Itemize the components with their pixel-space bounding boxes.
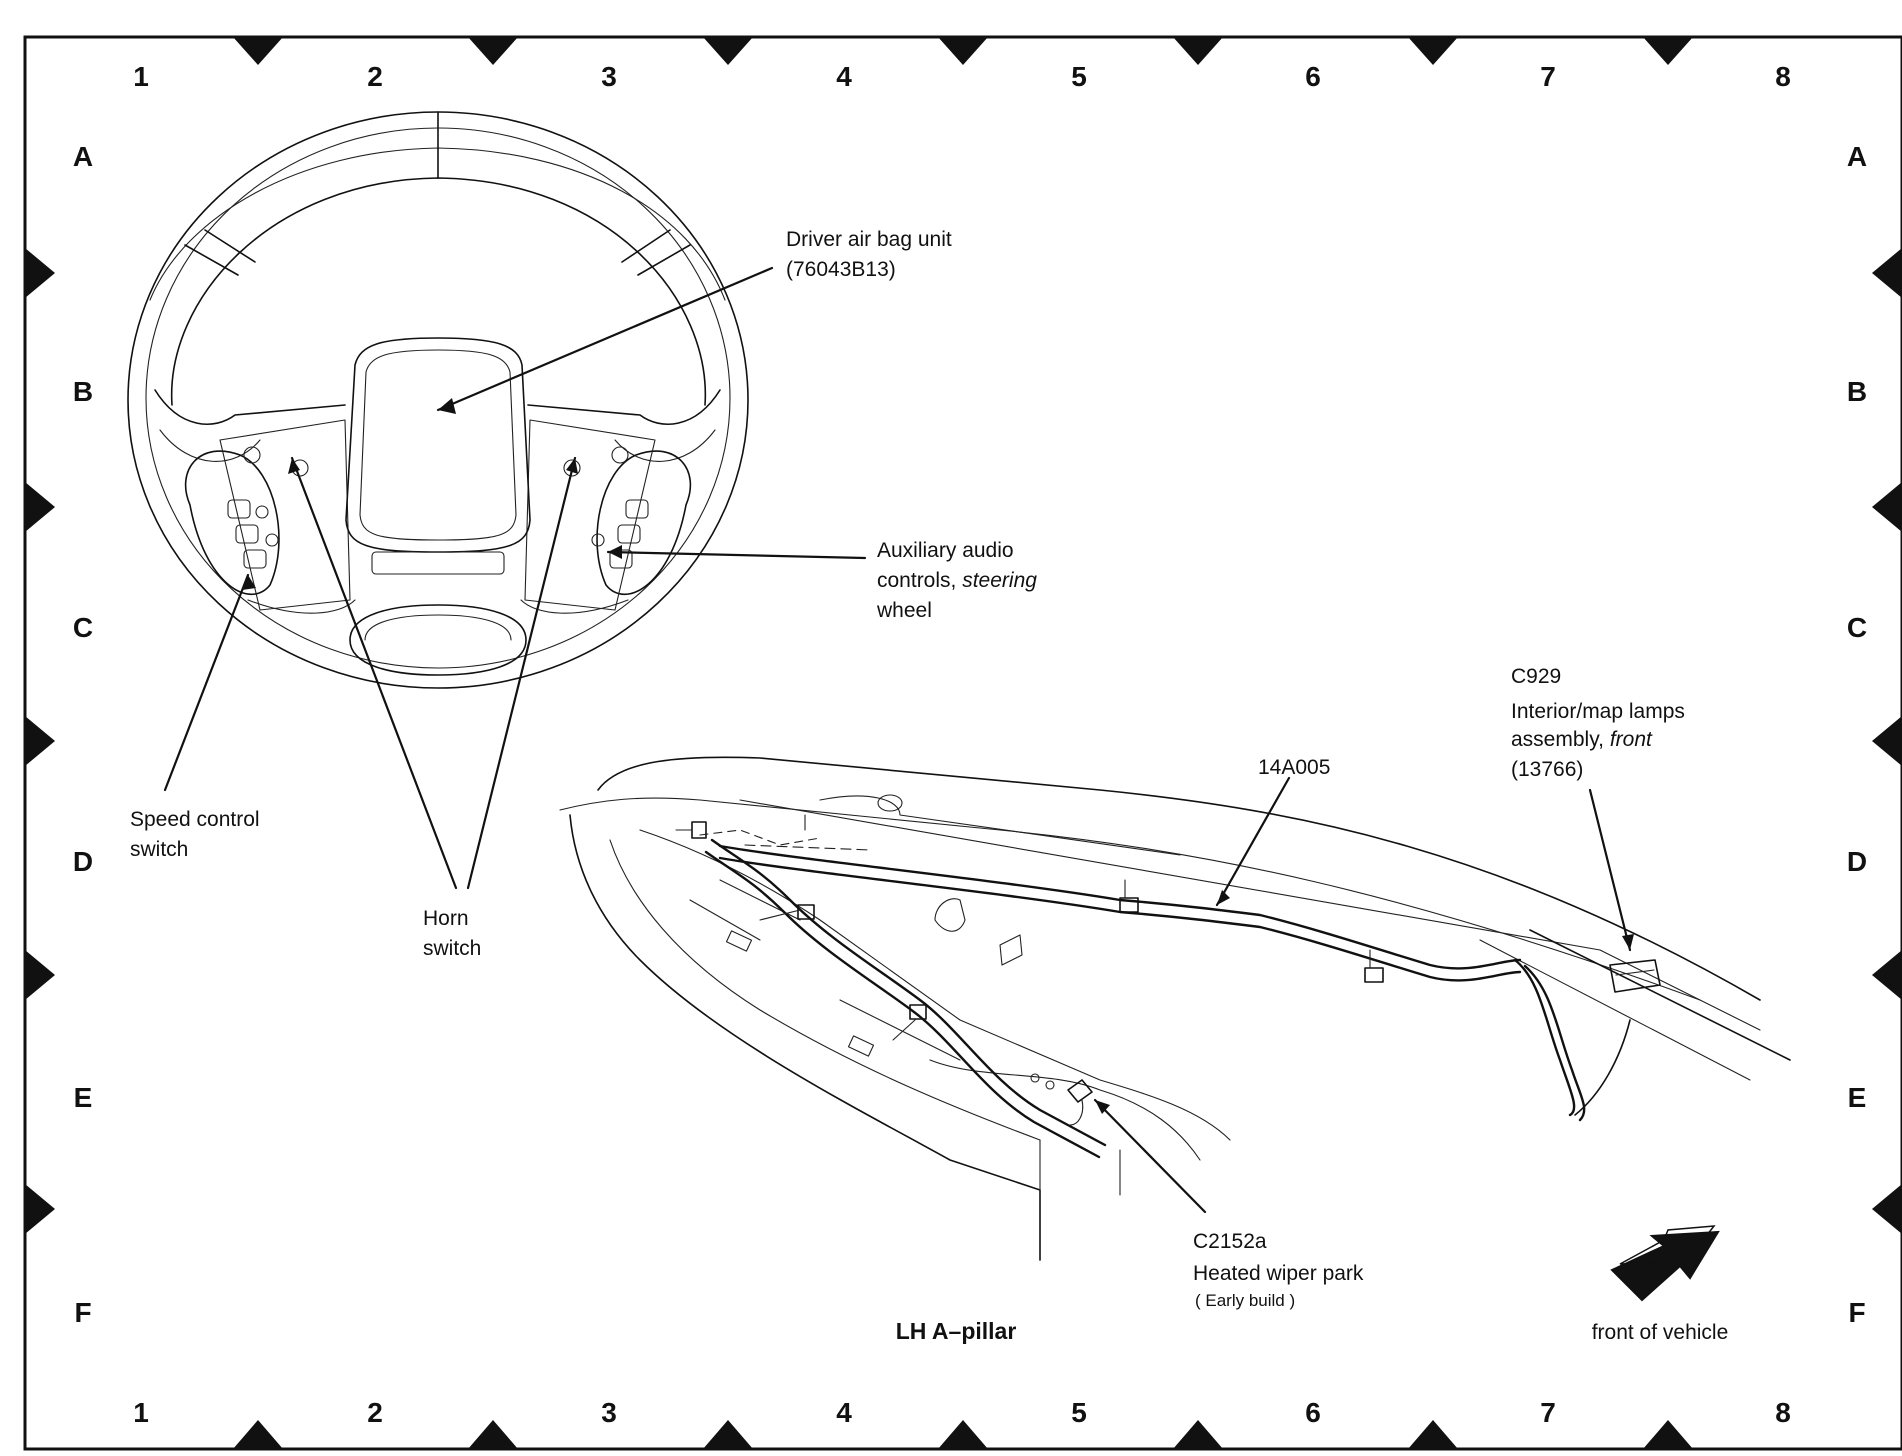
grid-col-3-bottom: 3	[601, 1397, 617, 1428]
c929-part-label: (13766)	[1511, 758, 1583, 781]
front-of-vehicle-label: front of vehicle	[1592, 1321, 1729, 1344]
grid-col-4-bottom: 4	[836, 1397, 852, 1428]
c929-label-line1: Interior/map lamps	[1511, 700, 1685, 723]
grid-markers	[25, 37, 1902, 1449]
aux-audio-label-line2-b: steering	[962, 569, 1037, 592]
c929-connector-label: C929	[1511, 665, 1561, 688]
grid-col-6: 6	[1305, 61, 1321, 92]
grid-col-4: 4	[836, 61, 852, 92]
grid-col-8: 8	[1775, 61, 1791, 92]
grid-columns-top: 1 2 3 4 5 6 7 8	[133, 61, 1791, 92]
steering-wheel-illustration	[127, 111, 749, 689]
grid-row-a-right: A	[1847, 141, 1867, 172]
harness-part-label: 14A005	[1258, 756, 1330, 779]
arrow-icon	[1610, 1225, 1720, 1302]
c929-label-line2-b: front	[1610, 728, 1653, 751]
grid-rows-right: A B C D E F	[1847, 141, 1867, 1328]
driver-airbag-label: Driver air bag unit	[786, 228, 952, 251]
grid-col-2-bottom: 2	[367, 1397, 383, 1428]
grid-columns-bottom: 1 2 3 4 5 6 7 8	[133, 1397, 1791, 1428]
horn-switch-label-line2: switch	[423, 937, 481, 960]
grid-col-1-bottom: 1	[133, 1397, 149, 1428]
leader-lines	[163, 266, 1634, 1214]
grid-rows-left: A B C D E F	[73, 141, 93, 1328]
grid-col-7: 7	[1540, 61, 1556, 92]
aux-audio-label-line1: Auxiliary audio	[877, 539, 1014, 562]
grid-row-c: C	[73, 612, 93, 643]
grid-row-a: A	[73, 141, 93, 172]
grid-row-d: D	[73, 846, 93, 877]
aux-audio-label-line3: wheel	[876, 599, 932, 622]
aux-audio-label-line2-a: controls,	[877, 569, 956, 592]
grid-col-5-bottom: 5	[1071, 1397, 1087, 1428]
grid-col-6-bottom: 6	[1305, 1397, 1321, 1428]
driver-airbag-part: (76043B13)	[786, 258, 896, 281]
grid-row-e-right: E	[1848, 1082, 1867, 1113]
grid-row-f-right: F	[1848, 1297, 1865, 1328]
grid-row-b: B	[73, 376, 93, 407]
grid-col-2: 2	[367, 61, 383, 92]
grid-row-d-right: D	[1847, 846, 1867, 877]
diagram-caption: LH A–pillar	[896, 1318, 1017, 1344]
aux-audio-label-line2: controls, steering	[877, 569, 1037, 592]
speed-control-label-line2: switch	[130, 838, 188, 861]
grid-row-f: F	[74, 1297, 91, 1328]
grid-row-c-right: C	[1847, 612, 1867, 643]
horn-switch-label-line1: Horn	[423, 907, 469, 930]
grid-col-7-bottom: 7	[1540, 1397, 1556, 1428]
grid-col-8-bottom: 8	[1775, 1397, 1791, 1428]
speed-control-label-line1: Speed control	[130, 808, 260, 831]
grid-col-3: 3	[601, 61, 617, 92]
c929-label-line2: assembly, front	[1511, 728, 1653, 751]
c2152a-connector-label: C2152a	[1193, 1230, 1267, 1253]
grid-col-1: 1	[133, 61, 149, 92]
a-pillar-illustration	[559, 756, 1791, 1261]
grid-col-5: 5	[1071, 61, 1087, 92]
c2152a-note: ( Early build )	[1195, 1291, 1295, 1310]
grid-row-b-right: B	[1847, 376, 1867, 407]
c2152a-label-line1: Heated wiper park	[1193, 1262, 1364, 1285]
c929-label-line2-a: assembly,	[1511, 728, 1604, 751]
grid-row-e: E	[74, 1082, 93, 1113]
